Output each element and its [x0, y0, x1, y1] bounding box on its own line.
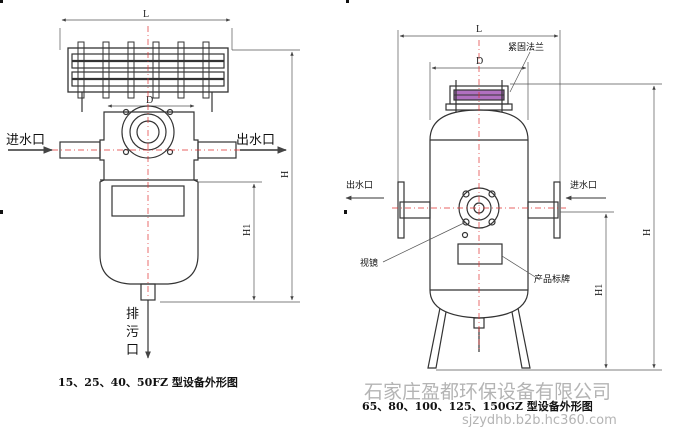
corner-mark: [344, 210, 347, 214]
right-nameplate: [457, 243, 503, 265]
left-dim-L-label: L: [143, 9, 149, 20]
right-dim-L: [397, 30, 561, 182]
right-dim-H1-label: H1: [594, 284, 605, 296]
left-inlet-label: 进水口: [6, 133, 45, 148]
right-dim-L-label: L: [476, 24, 482, 35]
left-dim-H-label: H: [280, 171, 291, 178]
corner-mark: [0, 210, 3, 214]
right-flange-label: 紧固法兰: [508, 41, 544, 53]
left-body: [99, 111, 199, 285]
right-dim-D-label: D: [476, 56, 483, 67]
svg-text:排: 排: [126, 307, 139, 322]
right-inlet-label: 进水口: [570, 179, 597, 191]
right-caption: 65、80、100、125、150GZ 型设备外形图: [362, 399, 593, 413]
right-nameplate-label: 产品标牌: [534, 273, 570, 285]
left-drain-label: 排 污 口: [126, 307, 139, 358]
left-dim-D: D: [107, 95, 195, 108]
corner-mark: [346, 0, 349, 3]
watermark-url: sjzydhb.b2b.hc360.com: [462, 413, 617, 428]
left-drawing: L D: [8, 9, 300, 359]
left-dim-H1-label: H1: [242, 224, 253, 236]
right-dim-H: [436, 83, 662, 371]
left-caption: 15、25、40、50FZ 型设备外形图: [58, 375, 238, 389]
watermark-company: 石家庄盈都环保设备有限公司: [364, 381, 611, 403]
right-dim-H-label: H: [642, 229, 653, 236]
left-dim-L: L: [59, 9, 233, 50]
corner-mark: [0, 0, 3, 3]
left-outlet-label: 出水口: [236, 133, 275, 148]
right-outlet-label: 出水口: [346, 179, 373, 191]
left-dim-H: [160, 49, 300, 303]
left-dim-D-label: D: [146, 95, 153, 106]
right-drawing: [345, 30, 662, 371]
right-nozzles: [397, 181, 561, 239]
svg-text:污: 污: [126, 325, 139, 340]
svg-text:口: 口: [126, 343, 139, 358]
right-sightglass-label: 视镜: [360, 257, 378, 269]
